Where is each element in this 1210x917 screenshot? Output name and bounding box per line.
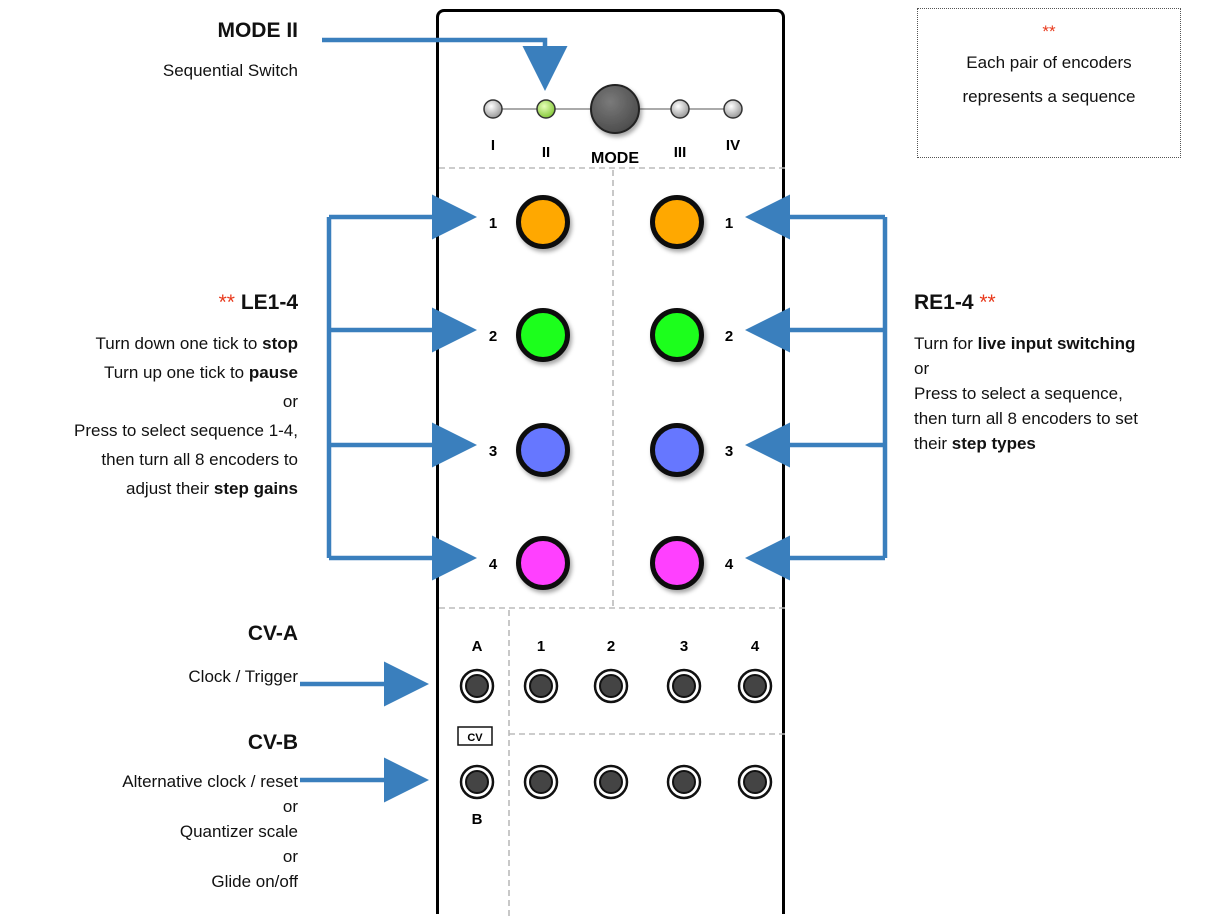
right-encoder-num-4: 4	[725, 556, 734, 573]
led-label-i: I	[491, 137, 495, 154]
note-line-1: Each pair of encoders	[966, 53, 1132, 72]
re-line-4: then turn all 8 encoders to set	[914, 409, 1138, 428]
jack-row1-2[interactable]	[593, 668, 629, 704]
jack-label-4: 4	[751, 638, 760, 655]
left-encoder-2[interactable]	[516, 308, 570, 362]
left-encoder-3[interactable]	[516, 423, 570, 477]
right-encoder-1[interactable]	[650, 195, 704, 249]
mode-ii-subtitle: Sequential Switch	[162, 61, 298, 80]
jack-row1-4[interactable]	[737, 668, 773, 704]
right-encoder-num-1: 1	[725, 215, 733, 232]
le-line-5: then turn all 8 encoders to	[101, 450, 298, 469]
left-encoder-num-3: 3	[489, 443, 497, 460]
re-line-2: or	[914, 359, 930, 378]
re-line-1: Turn for live input switching	[914, 334, 1136, 353]
left-encoder-num-4: 4	[489, 556, 498, 573]
jack-label-3: 3	[680, 638, 688, 655]
jack-label-2: 2	[607, 638, 615, 655]
led-i	[483, 99, 503, 119]
jack-row2-3[interactable]	[666, 764, 702, 800]
note-line-2: represents a sequence	[962, 87, 1136, 106]
mode-button-label: MODE	[591, 150, 639, 167]
le-line-3: or	[282, 392, 298, 411]
cv-label-box	[457, 726, 493, 746]
re-stars: **	[979, 291, 996, 314]
le-line-4: Press to select sequence 1-4,	[74, 421, 298, 440]
cv-b-description: Alternative clock / reset or Quantizer s…	[0, 769, 298, 894]
led-label-iv: IV	[726, 137, 740, 154]
le-line-1: Turn down one tick to stop	[95, 334, 298, 353]
cv-a-line-1: Clock / Trigger	[188, 667, 298, 686]
re-title-text: RE1-4	[914, 291, 974, 314]
cv-a-title: CV-A	[247, 622, 298, 645]
le-line-6: adjust their step gains	[126, 479, 298, 498]
le-title-text: LE1-4	[240, 291, 298, 314]
cv-b-line-2: or	[282, 797, 298, 816]
jack-row2-2[interactable]	[593, 764, 629, 800]
led-label-ii: II	[542, 144, 550, 161]
left-encoder-4[interactable]	[516, 536, 570, 590]
re-line-5: their step types	[914, 434, 1036, 453]
left-encoder-num-1: 1	[489, 215, 497, 232]
jack-row1-3[interactable]	[666, 668, 702, 704]
cv-b-line-3: Quantizer scale	[179, 822, 298, 841]
jack-row1-1[interactable]	[523, 668, 559, 704]
le-description: Turn down one tick to stop Turn up one t…	[0, 331, 298, 501]
jack-row2-1[interactable]	[523, 764, 559, 800]
cv-b-title: CV-B	[247, 731, 298, 754]
le-stars: **	[218, 291, 235, 314]
left-encoder-1[interactable]	[516, 195, 570, 249]
mode-button[interactable]	[590, 84, 640, 134]
re-description: Turn for live input switching or Press t…	[914, 331, 1210, 456]
le-title: ** LE1-4	[100, 290, 298, 316]
jack-cv-b[interactable]	[459, 764, 495, 800]
led-label-iii: III	[674, 144, 687, 161]
jack-label-a: A	[472, 638, 483, 655]
right-encoder-num-2: 2	[725, 328, 733, 345]
panel-graphics: I II MODE III IV 1 2 3 4	[439, 84, 788, 917]
sequence-note-box: ** Each pair of encoders represents a se…	[917, 8, 1181, 158]
cv-b-line-5: Glide on/off	[211, 872, 298, 891]
mode-ii-title: MODE II	[217, 19, 298, 42]
jack-label-b: B	[472, 811, 483, 828]
cv-b-line-4: or	[282, 847, 298, 866]
jack-row2-4[interactable]	[737, 764, 773, 800]
led-iv	[723, 99, 743, 119]
jack-cv-a[interactable]	[459, 668, 495, 704]
cv-label: CV	[467, 732, 483, 744]
right-encoder-2[interactable]	[650, 308, 704, 362]
arrow-mode-ii	[322, 37, 568, 91]
led-ii	[536, 99, 556, 119]
right-encoder-4[interactable]	[650, 536, 704, 590]
note-stars: **	[1042, 22, 1056, 41]
re-title: RE1-4 **	[914, 290, 996, 316]
re-line-3: Press to select a sequence,	[914, 384, 1123, 403]
right-encoder-num-3: 3	[725, 443, 733, 460]
jack-label-1: 1	[537, 638, 545, 655]
led-iii	[670, 99, 690, 119]
le-line-2: Turn up one tick to pause	[103, 363, 298, 382]
right-encoder-3[interactable]	[650, 423, 704, 477]
left-encoder-num-2: 2	[489, 328, 497, 345]
cv-b-line-1: Alternative clock / reset	[122, 772, 298, 791]
